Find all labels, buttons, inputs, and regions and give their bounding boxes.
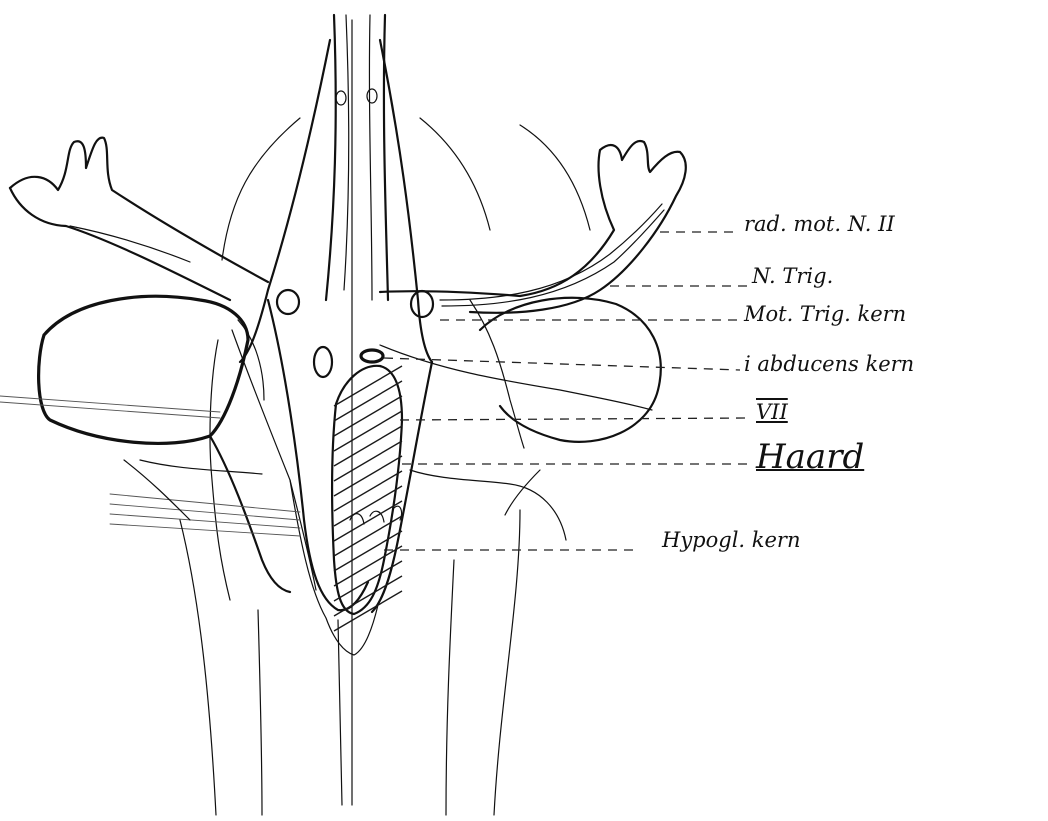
hatching bbox=[334, 366, 402, 631]
hatch-line bbox=[334, 411, 402, 451]
hatch-line bbox=[334, 471, 402, 511]
hatch-line bbox=[334, 591, 402, 631]
leader-vii bbox=[400, 418, 750, 420]
hatch-line bbox=[334, 426, 402, 466]
hatch-line bbox=[334, 561, 402, 601]
hatch-line bbox=[334, 441, 402, 481]
left-wing bbox=[0, 138, 316, 600]
label-rad-mot: rad. mot. N. II bbox=[744, 214, 895, 235]
label-vii: VII bbox=[756, 402, 788, 423]
label-abducens-kern: i abducens kern bbox=[744, 354, 914, 375]
label-haard: Haard bbox=[756, 440, 864, 474]
hatch-line bbox=[334, 456, 402, 496]
hatched-nucleus bbox=[332, 350, 402, 631]
label-hypogl-kern: Hypogl. kern bbox=[662, 530, 801, 551]
hatch-line bbox=[334, 396, 402, 436]
label-mot-trig-kern: Mot. Trig. kern bbox=[744, 304, 906, 325]
label-n-trig: N. Trig. bbox=[752, 266, 833, 287]
leader-abducens-kern bbox=[384, 358, 740, 370]
